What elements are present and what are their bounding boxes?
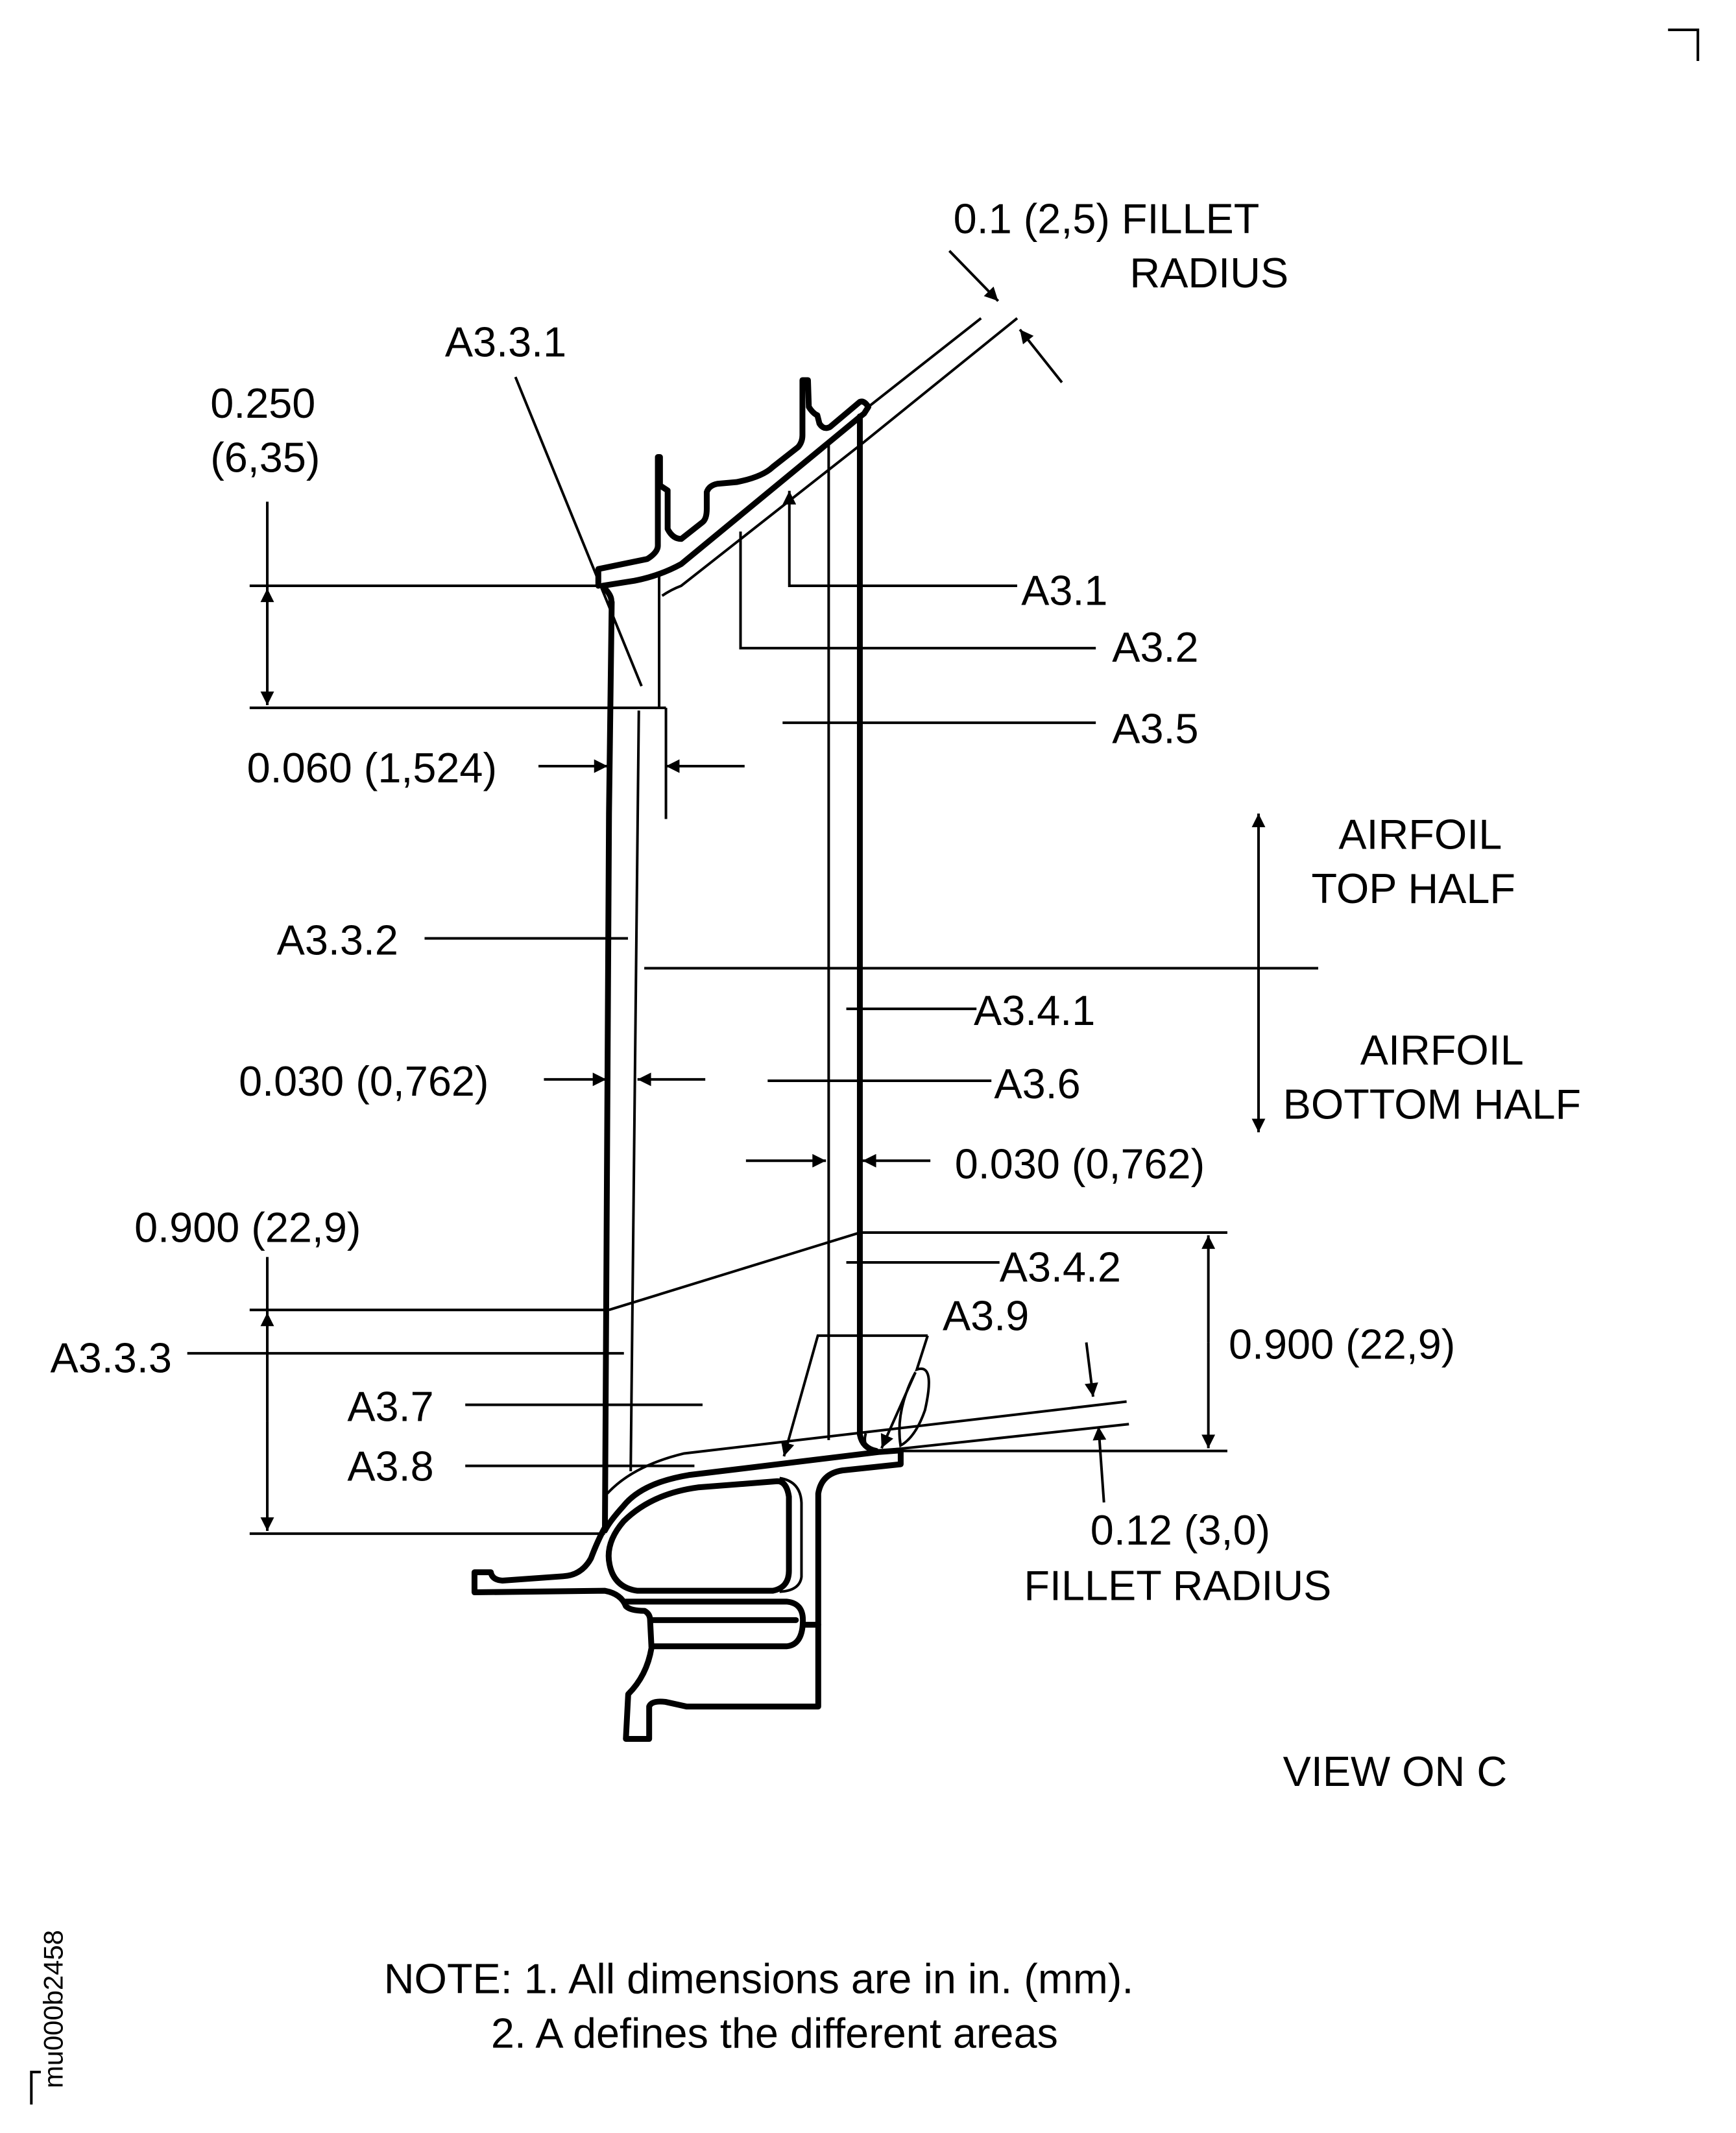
label-fillet-bottom-1: 0.12 (3,0) bbox=[1091, 1506, 1270, 1554]
label-fillet-bottom-2: FILLET RADIUS bbox=[1024, 1562, 1331, 1609]
label-airfoil-top-1: AIRFOIL bbox=[1338, 811, 1502, 858]
corner-mark-top-right bbox=[1668, 30, 1698, 61]
label-view: VIEW ON C bbox=[1283, 1748, 1508, 1795]
label-a39: A3.9 bbox=[943, 1292, 1029, 1340]
label-airfoil-bottom-1: AIRFOIL bbox=[1360, 1026, 1524, 1074]
label-dim-0900-left: 0.900 (22,9) bbox=[134, 1204, 361, 1251]
label-dim-0250-mm: (6,35) bbox=[210, 433, 320, 481]
label-dim-0250: 0.250 bbox=[210, 380, 315, 427]
note-line-2: 2. A defines the different areas bbox=[491, 2009, 1058, 2056]
label-dim-0030-left: 0.030 (0,762) bbox=[239, 1057, 488, 1105]
label-a331: A3.3.1 bbox=[445, 319, 566, 366]
label-fillet-top-1: 0.1 (2,5) FILLET bbox=[954, 195, 1260, 243]
label-a36: A3.6 bbox=[994, 1060, 1080, 1107]
label-a332: A3.3.2 bbox=[277, 917, 398, 964]
label-dim-0060: 0.060 (1,524) bbox=[247, 744, 497, 791]
airfoil-left-wall bbox=[605, 602, 611, 1530]
label-dim-0030-right: 0.030 (0,762) bbox=[955, 1140, 1205, 1187]
label-a35: A3.5 bbox=[1112, 705, 1198, 752]
leader-a39 bbox=[780, 1336, 928, 1456]
label-a38: A3.8 bbox=[347, 1443, 433, 1490]
corner-mark-bottom-left bbox=[31, 2072, 41, 2104]
label-a31: A3.1 bbox=[1021, 566, 1107, 614]
label-a333: A3.3.3 bbox=[51, 1334, 172, 1381]
leader-a32 bbox=[741, 531, 1096, 648]
blade-root bbox=[474, 1402, 1129, 1739]
note-line-1: NOTE: 1. All dimensions are in in. (mm). bbox=[384, 1955, 1134, 2003]
drawing-code: mu000b2458 bbox=[38, 1930, 68, 2088]
label-a342: A3.4.2 bbox=[1000, 1243, 1121, 1290]
label-a341: A3.4.1 bbox=[974, 987, 1095, 1034]
leader-a31 bbox=[782, 491, 1017, 586]
airfoil-right-wall bbox=[860, 416, 876, 1451]
label-airfoil-top-2: TOP HALF bbox=[1312, 865, 1515, 912]
blade-tip-shroud bbox=[598, 319, 1017, 708]
leader-a331 bbox=[516, 377, 642, 686]
airfoil-left-inner-line bbox=[631, 710, 639, 1471]
label-airfoil-bottom-2: BOTTOM HALF bbox=[1283, 1080, 1582, 1127]
label-dim-0900-right: 0.900 (22,9) bbox=[1229, 1320, 1455, 1368]
label-a32: A3.2 bbox=[1112, 623, 1198, 671]
label-a37: A3.7 bbox=[347, 1383, 433, 1430]
label-fillet-top-2: RADIUS bbox=[1129, 249, 1288, 296]
